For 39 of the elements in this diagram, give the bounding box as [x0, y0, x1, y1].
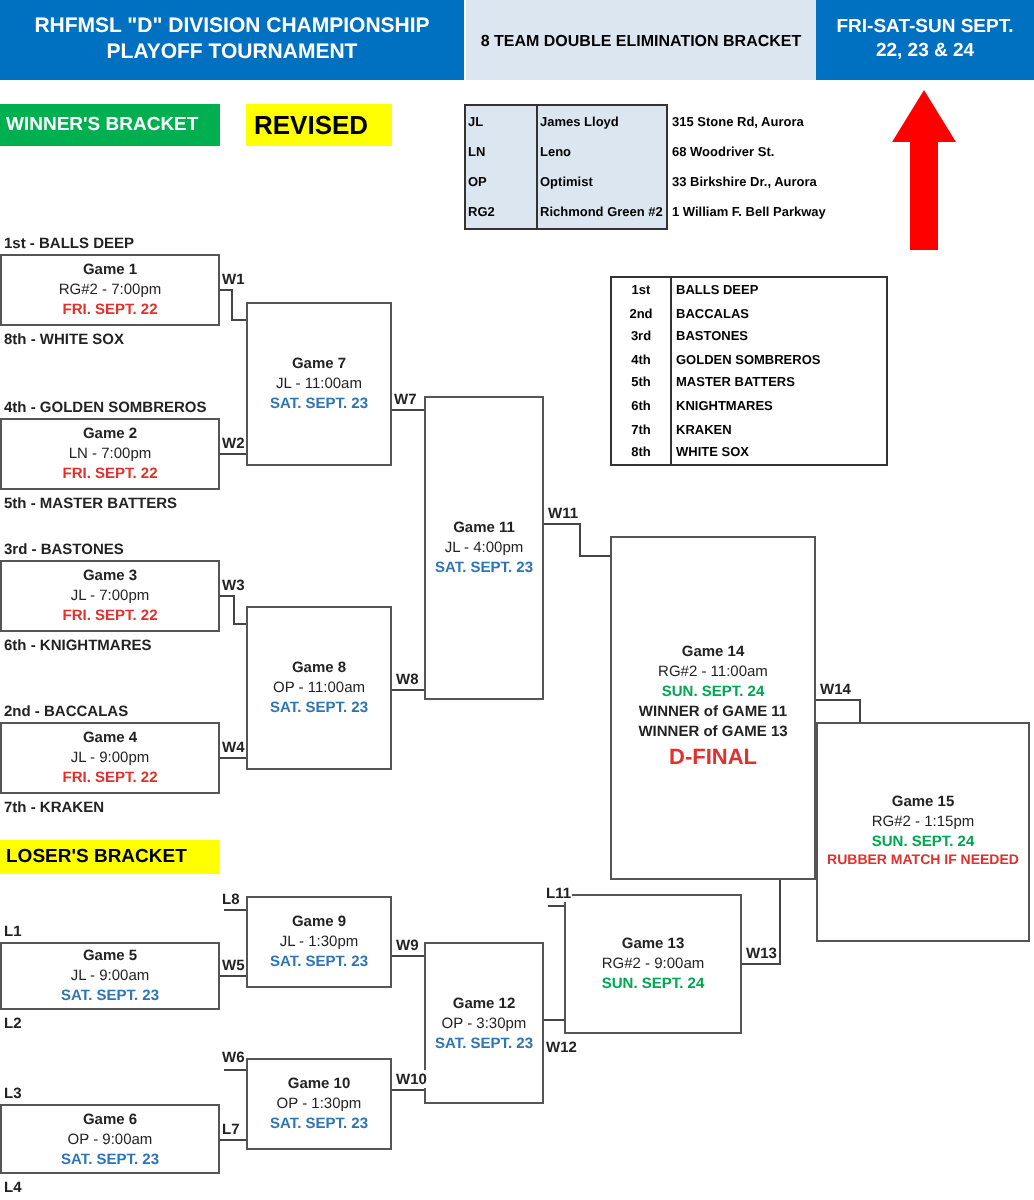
date-banner: FRI-SAT-SUN SEPT. 22, 23 & 24: [816, 0, 1034, 80]
game-panel: [0, 418, 220, 490]
connector-line: [391, 689, 425, 691]
subtitle-banner: 8 TEAM DOUBLE ELIMINATION BRACKET: [464, 0, 816, 80]
connector-line: [391, 409, 425, 411]
game-panel: [246, 896, 392, 988]
connector-line: [543, 1019, 565, 1021]
connector-line: [219, 595, 247, 625]
game-panel: [0, 722, 220, 794]
connector-line: [223, 1069, 247, 1071]
game-panel: [424, 396, 544, 700]
game-panel: [0, 254, 220, 326]
connector-line: [547, 905, 565, 907]
game-panel: [0, 942, 220, 1010]
connector-line: [543, 523, 611, 557]
game-panel: [246, 1058, 392, 1150]
connector-line: [391, 955, 425, 957]
connector-line: [219, 289, 247, 321]
status-tag: REVISED: [246, 104, 392, 146]
game-panel: [0, 1104, 220, 1174]
game-panel: [564, 894, 742, 1034]
connector-line: [391, 1089, 425, 1091]
game-panel: [610, 536, 816, 880]
connector-line: [815, 699, 861, 723]
game-panel: [424, 942, 544, 1104]
connector-line: [219, 453, 247, 455]
connector-line: [223, 909, 247, 911]
connector-line: [219, 757, 247, 759]
connector-line: [219, 1139, 247, 1141]
connector-line: [219, 975, 247, 977]
title-banner: RHFMSL "D" DIVISION CHAMPIONSHIP PLAYOFF TOURNAMENT: [0, 0, 464, 80]
game-panel: [246, 302, 392, 466]
game-panel: [0, 560, 220, 632]
section-heading: LOSER'S BRACKET: [0, 840, 220, 874]
connector-line: [741, 879, 781, 965]
game-panel: [816, 722, 1030, 942]
game-panel: [246, 606, 392, 770]
section-heading: WINNER'S BRACKET: [0, 104, 220, 146]
final-label: D-FINAL: [669, 744, 757, 774]
